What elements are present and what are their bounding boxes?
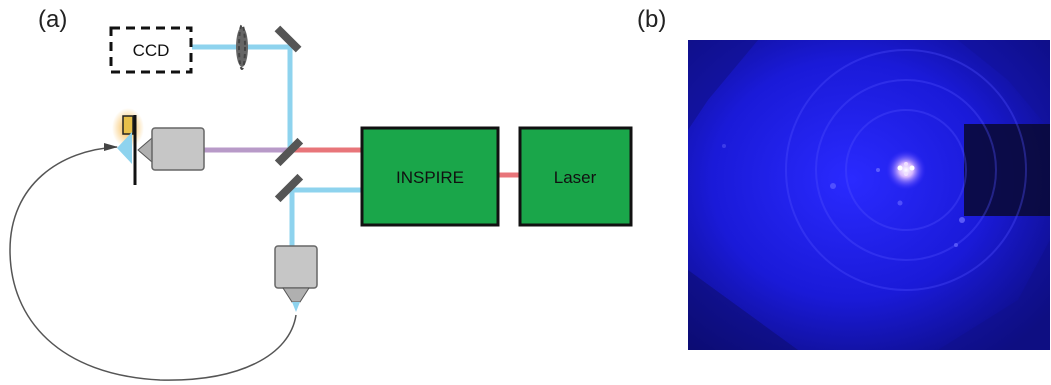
lens-icon xyxy=(236,24,248,70)
microscope-image xyxy=(688,40,1050,350)
panel-b-label: (b) xyxy=(637,6,667,33)
fiber-coupling-beam xyxy=(292,302,300,312)
beam-splitter-middle xyxy=(274,137,304,167)
objective-horizontal xyxy=(137,127,205,171)
objective-vertical xyxy=(274,245,318,303)
inspire-box xyxy=(360,126,500,227)
ccd-box xyxy=(109,26,193,74)
laser-label: Laser xyxy=(554,168,597,187)
inspire-label: INSPIRE xyxy=(396,168,464,187)
mirror-top xyxy=(274,25,302,53)
ccd-label: CCD xyxy=(133,41,170,60)
beam-splitter-lower xyxy=(274,173,304,203)
laser-box xyxy=(518,126,633,227)
optical-fiber xyxy=(9,146,297,381)
optical-setup-diagram: CCD INSPIRE Laser xyxy=(9,24,633,381)
prism xyxy=(117,132,132,164)
fiber-arrow-icon xyxy=(104,143,118,151)
panel-a-label: (a) xyxy=(38,6,68,33)
bright-spot xyxy=(886,150,926,190)
sample-holder xyxy=(122,115,134,135)
